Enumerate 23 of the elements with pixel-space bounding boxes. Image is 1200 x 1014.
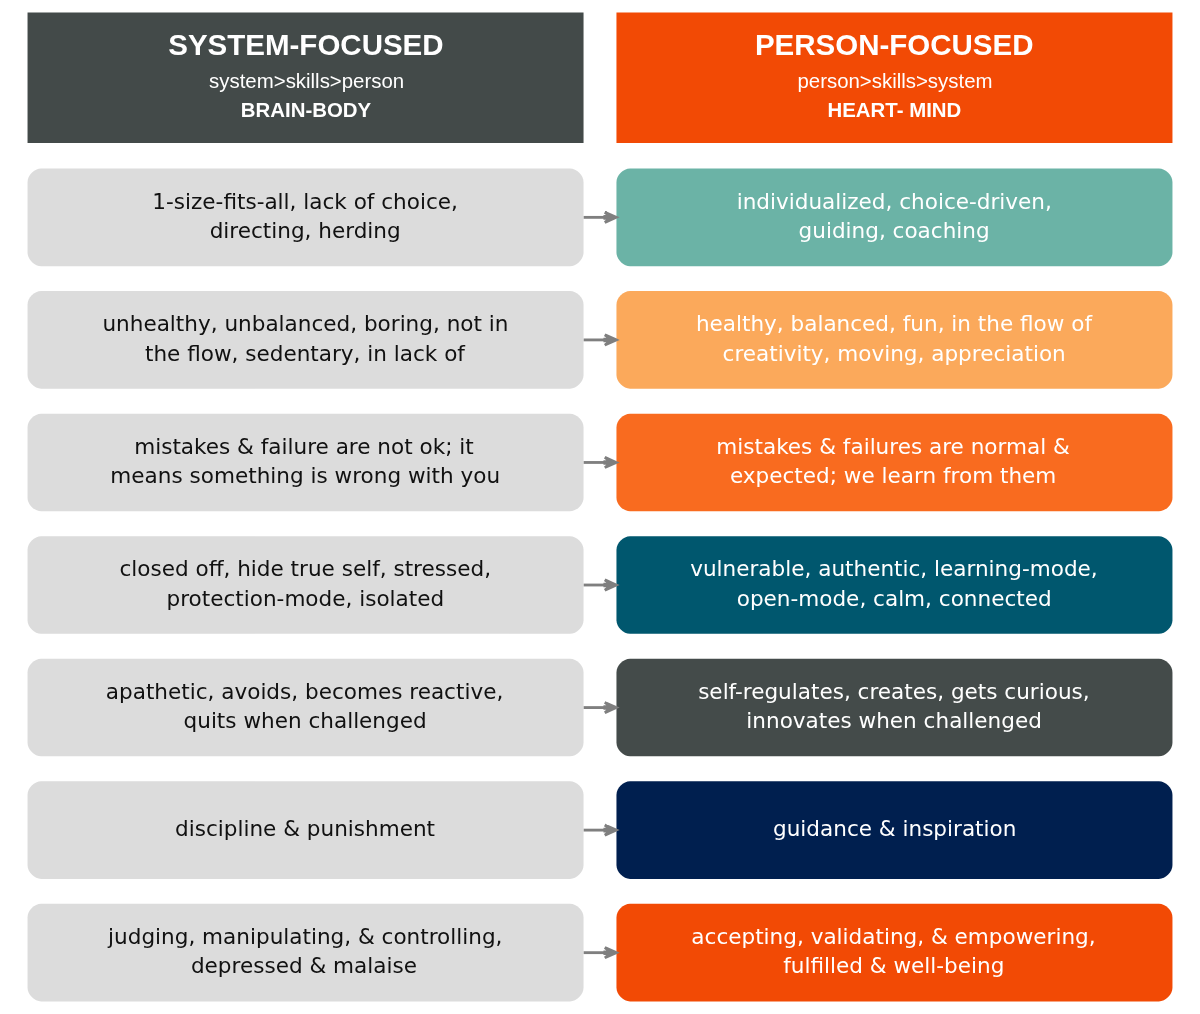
node-box: 1-size-fits-all, lack of choice, directing, herding <box>27 168 584 267</box>
node-box: discipline & punishment <box>27 781 584 879</box>
node-box: judging, manipulating, & controlling, depressed & malaise <box>27 903 584 1002</box>
node-box: PERSON-FOCUSED person>skills>system HEART- MIND <box>616 12 1173 144</box>
arrow <box>583 578 618 592</box>
node-box: individualized, choice-driven, guiding, coaching <box>616 168 1173 267</box>
node-box: closed off, hide true self, stressed, protection-mode, isolated <box>27 536 584 634</box>
node-box: accepting, validating, & empowering, fulfilled & well-being <box>616 903 1173 1002</box>
node-box: apathetic, avoids, becomes reactive, quits when challenged <box>27 658 584 757</box>
node-box: vulnerable, authentic, learning-mode, open-mode, calm, connected <box>616 536 1173 634</box>
node-box: mistakes & failures are normal & expected; we learn from them <box>616 413 1173 512</box>
arrow <box>583 946 618 960</box>
node-box: self-regulates, creates, gets curious, innovates when challenged <box>616 658 1173 757</box>
arrow <box>583 455 618 469</box>
node-box: mistakes & failure are not ok; it means something is wrong with you <box>27 413 584 512</box>
arrow <box>583 333 618 347</box>
arrow <box>583 701 618 715</box>
node-box: guidance & inspiration <box>616 781 1173 879</box>
arrow <box>583 210 618 224</box>
node-box: healthy, balanced, fun, in the flow of creativity, moving, appreciation <box>616 291 1173 389</box>
node-box: unhealthy, unbalanced, boring, not in the flow, sedentary, in lack of <box>27 291 584 389</box>
arrow <box>583 823 618 837</box>
node-box: SYSTEM-FOCUSED system>skills>person BRAIN-BODY <box>27 12 584 144</box>
